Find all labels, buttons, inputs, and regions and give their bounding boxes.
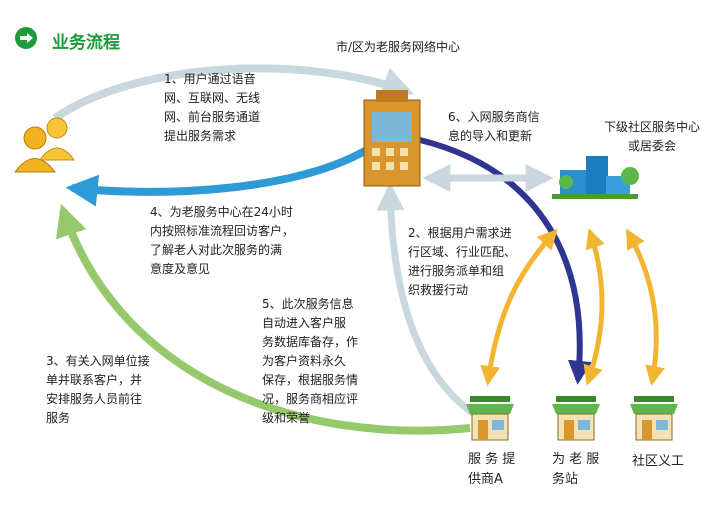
step2-text: 2、根据用户需求进 行区域、行业匹配、 进行服务派单和组 织救援行动 <box>408 224 516 300</box>
step2-line: 进行服务派单和组 <box>408 264 505 278</box>
shop-icon-volunteer <box>630 396 678 441</box>
arrow-step1 <box>52 64 414 122</box>
step2-line: 织救援行动 <box>408 283 469 297</box>
users-icon <box>14 117 75 173</box>
step2-line: 行区域、行业匹配、 <box>408 245 517 259</box>
step3-line: 服务 <box>46 411 71 425</box>
step5-line: 级和荣誉 <box>262 411 311 425</box>
step6-line: 息的导入和更新 <box>448 129 533 143</box>
shop-icon-provider-a <box>466 396 514 441</box>
step1-line: 提出服务需求 <box>164 129 237 143</box>
step3-line: 安排服务人员前往 <box>46 392 143 406</box>
volunteer-label: 社区义工 <box>632 454 685 469</box>
step3-text: 3、有关入网单位接 单并联系客户，并 安排服务人员前往 服务 <box>46 352 150 428</box>
elder-station-label-line1: 为 老 服 <box>552 452 600 467</box>
step3-line: 单并联系客户，并 <box>46 373 143 387</box>
building-icon <box>363 90 421 187</box>
provider-a-label-line1: 服 务 提 <box>468 452 516 467</box>
shop-icon-elder-station <box>552 396 600 441</box>
step5-line: 自动进入客户服 <box>262 316 347 330</box>
step4-line: 了解老人对此次服务的满 <box>150 243 283 257</box>
step4-line: 意度及意见 <box>150 262 211 276</box>
provider-a-label-line2: 供商A <box>468 472 503 487</box>
arrow-step5 <box>376 182 482 421</box>
elder-station-label-line2: 务站 <box>552 472 579 487</box>
step5-text: 5、此次服务信息 自动进入客户服 务数据库备存，作 为客户资料永久 保存，根据服… <box>262 295 358 428</box>
arrow-step3 <box>55 203 471 435</box>
step1-line: 网、互联网、无线 <box>164 91 261 105</box>
step3-line: 3、有关入网单位接 <box>46 354 150 368</box>
title-arrow-icon <box>15 27 37 49</box>
step2-line: 2、根据用户需求进 <box>408 226 512 240</box>
community-label-line2: 或居委会 <box>628 139 677 153</box>
step5-line: 况，服务商相应评 <box>262 392 359 406</box>
step6-line: 6、入网服务商信 <box>448 110 540 124</box>
step1-line: 网、前台服务通道 <box>164 110 261 124</box>
arrow-orange-a <box>480 229 558 386</box>
community-buildings-icon <box>552 156 639 199</box>
step5-line: 保存，根据服务情 <box>262 373 359 387</box>
page-title: 业务流程 <box>52 33 120 53</box>
step4-text: 4、为老服务中心在24小时 内按照标准流程回访客户， 了解老人对此次服务的满 意… <box>150 203 294 279</box>
step5-line: 5、此次服务信息 <box>262 297 354 311</box>
step6-text: 6、入网服务商信 息的导入和更新 <box>448 108 540 146</box>
community-label-line1: 下级社区服务中心 <box>604 120 701 134</box>
step5-line: 务数据库备存，作 <box>262 335 359 349</box>
center-label: 市/区为老服务网络中心 <box>336 40 461 54</box>
arrow-orange-b <box>583 228 605 386</box>
arrow-step4 <box>65 144 373 207</box>
arrow-orange-c <box>625 228 665 386</box>
step5-line: 为客户资料永久 <box>262 354 347 368</box>
step1-text: 1、用户通过语音 网、互联网、无线 网、前台服务通道 提出服务需求 <box>164 70 260 146</box>
step4-line: 4、为老服务中心在24小时 <box>150 205 293 219</box>
step4-line: 内按照标准流程回访客户， <box>150 224 295 238</box>
step1-line: 1、用户通过语音 <box>164 72 256 86</box>
arrow-step2 <box>419 137 592 385</box>
